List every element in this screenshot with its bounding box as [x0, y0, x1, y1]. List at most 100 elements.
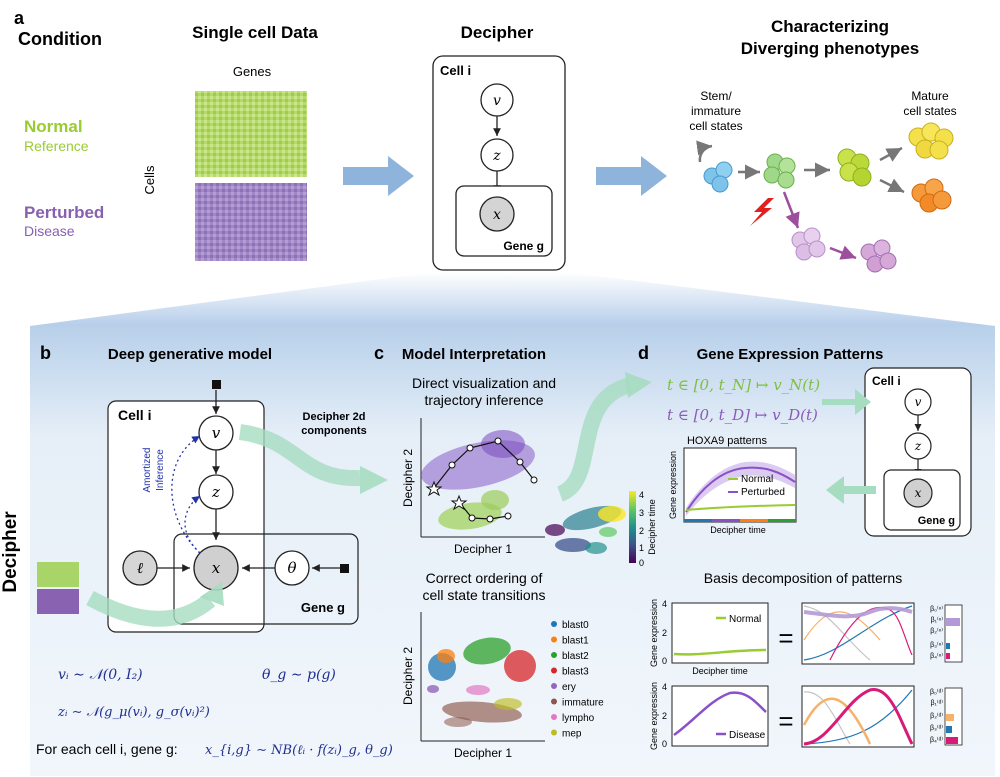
normal-ylabel: Gene expression — [649, 599, 659, 667]
characterizing-title-2: Diverging phenotypes — [741, 39, 920, 58]
normal-input-swatch — [37, 562, 79, 587]
svg-text:2: 2 — [662, 711, 667, 721]
zoom-fan — [30, 272, 995, 326]
hoxa9-legend-perturbed: Perturbed — [741, 487, 785, 498]
disease-badge: Disease — [729, 730, 766, 741]
hoxa9-ylabel: Gene expression — [668, 451, 678, 519]
equation-x: x_{i,g} ∼ NB(ℓᵢ · f(zᵢ)_g, θ_g) — [205, 743, 393, 758]
disease-pattern-plot — [671, 685, 769, 747]
flow-model-to-hoxa9 — [826, 476, 876, 504]
legend-marker-blast2 — [551, 652, 557, 658]
stem-label-1: Stem/ — [700, 89, 732, 103]
cell-type-legend: blast0blast1blast2blast3eryimmaturelymph… — [551, 620, 604, 740]
flow-to-patterns — [556, 377, 633, 502]
hoxa9-xlabel: Decipher time — [710, 525, 766, 535]
node-x-top-label: x — [493, 207, 501, 223]
cells-label: Cells — [142, 165, 157, 194]
legend-marker-immature — [551, 698, 557, 705]
panel-c-xlabel-bottom: Decipher 1 — [454, 746, 512, 760]
svg-text:β₃⁽ⁿ⁾: β₃⁽ⁿ⁾ — [930, 641, 943, 649]
node-v-b-label: v — [212, 424, 221, 442]
legend-label-lympho: lympho — [562, 713, 595, 724]
svg-text:0: 0 — [662, 656, 667, 666]
panel-c-letter: c — [374, 343, 384, 363]
svg-text:0: 0 — [662, 739, 667, 749]
node-l-b-label: ℓ — [137, 559, 143, 577]
svg-text:β₀⁽ᵈ⁾: β₀⁽ᵈ⁾ — [930, 688, 943, 696]
svg-text:β₂⁽ᵈ⁾: β₂⁽ᵈ⁾ — [930, 712, 943, 720]
equals-normal: = — [778, 623, 793, 653]
node-v-top-label: v — [493, 93, 501, 109]
decipher-time-scatter — [545, 505, 626, 554]
svg-text:β₂⁽ⁿ⁾: β₂⁽ⁿ⁾ — [930, 627, 943, 635]
mature-yellow-cluster — [908, 122, 954, 160]
perturbed-matrix — [195, 183, 307, 261]
stem-cell-cluster — [696, 140, 733, 193]
prior-v-square — [212, 380, 221, 389]
disease-ylabel: Gene expression — [649, 682, 659, 750]
gene-plate-label-d: Gene g — [918, 515, 955, 527]
panel-c-title: Model Interpretation — [402, 346, 546, 363]
equation-disease-path: t ∈ [0, t_D] ↦ v_D(t) — [667, 406, 818, 424]
svg-text:β₄⁽ᵈ⁾: β₄⁽ᵈ⁾ — [930, 736, 943, 744]
disease-beta-bars — [944, 687, 963, 746]
normal-xlabel: Decipher time — [692, 666, 748, 676]
node-x-d — [903, 478, 933, 508]
legend-marker-blast0 — [551, 621, 557, 627]
node-z-b-label: z — [211, 483, 220, 501]
disease-beta-labels: β₀⁽ᵈ⁾ β₁⁽ᵈ⁾ β₂⁽ᵈ⁾ β₃⁽ᵈ⁾ β₄⁽ᵈ⁾ — [930, 688, 943, 744]
equation-theta: θ_g ∼ p(g) — [262, 667, 336, 683]
normal-badge: Normal — [729, 614, 761, 625]
svg-text:4: 4 — [662, 682, 667, 692]
panel-d-letter: d — [638, 343, 649, 363]
legend-marker-ery — [551, 683, 557, 689]
inference-arrow-z — [184, 495, 201, 554]
flow-into-model — [86, 590, 216, 627]
legend-label-blast1: blast1 — [562, 636, 589, 647]
mature-label-2: cell states — [903, 104, 956, 118]
equation-z: zᵢ ∼ 𝒩(g_μ(vᵢ), g_σ(vᵢ)²) — [57, 705, 210, 720]
flow-decipher-2d — [238, 424, 361, 487]
arrow-decipher-to-phenotypes — [596, 156, 667, 196]
mature-orange-cluster — [911, 178, 952, 213]
equation-x-prefix: For each cell i, gene g: — [36, 741, 178, 757]
panel-c-xlabel-top: Decipher 1 — [454, 542, 512, 556]
node-z-top-label: z — [492, 148, 501, 164]
node-theta-b-label: θ — [287, 559, 296, 577]
genes-label: Genes — [233, 64, 272, 79]
svg-text:4: 4 — [662, 599, 667, 609]
gene-plate-label-b: Gene g — [301, 600, 345, 615]
legend-label-mep: mep — [562, 729, 582, 740]
legend-label-immature: immature — [562, 698, 604, 709]
prior-theta-square — [340, 564, 349, 573]
panel-c-subtitle-1a: Direct visualization and — [412, 375, 556, 391]
svg-text:β₀⁽ⁿ⁾: β₀⁽ⁿ⁾ — [930, 605, 943, 613]
stem-label-3: cell states — [689, 119, 742, 133]
amortized-label-2: Inference — [155, 449, 166, 491]
legend-label-blast3: blast3 — [562, 667, 589, 678]
arrow-data-to-decipher — [343, 156, 414, 196]
normal-matrix — [195, 91, 307, 177]
gene-plate-label-top: Gene g — [503, 239, 544, 253]
decipher-2d-label-2: components — [301, 425, 366, 437]
cell-type-scatter — [420, 612, 545, 742]
panel-b-letter: b — [40, 343, 51, 363]
svg-text:1: 1 — [639, 543, 644, 553]
disease-basis-plot — [801, 685, 915, 748]
node-x-d-label: x — [915, 486, 922, 500]
svg-text:β₁⁽ᵈ⁾: β₁⁽ᵈ⁾ — [931, 699, 944, 707]
perturbed-cell-cluster-1 — [791, 227, 826, 261]
amortized-label-1: Amortized — [142, 447, 153, 492]
hoxa9-title: HOXA9 patterns — [687, 435, 768, 447]
node-x-b-label: x — [212, 559, 221, 577]
cell-plate-label-d: Cell i — [872, 374, 901, 388]
single-cell-title: Single cell Data — [192, 23, 318, 42]
yellowgreen-cell-cluster — [837, 148, 872, 187]
colorbar-ticks: 4 3 2 1 0 — [639, 490, 644, 568]
normal-label: Normal — [24, 117, 83, 136]
flow-patterns-to-model — [822, 389, 871, 415]
trajectory-scatter — [420, 418, 545, 538]
panel-c-ylabel-top: Decipher 2 — [401, 449, 415, 507]
equation-v: vᵢ ∼ 𝒩(0, I₂) — [58, 667, 143, 683]
